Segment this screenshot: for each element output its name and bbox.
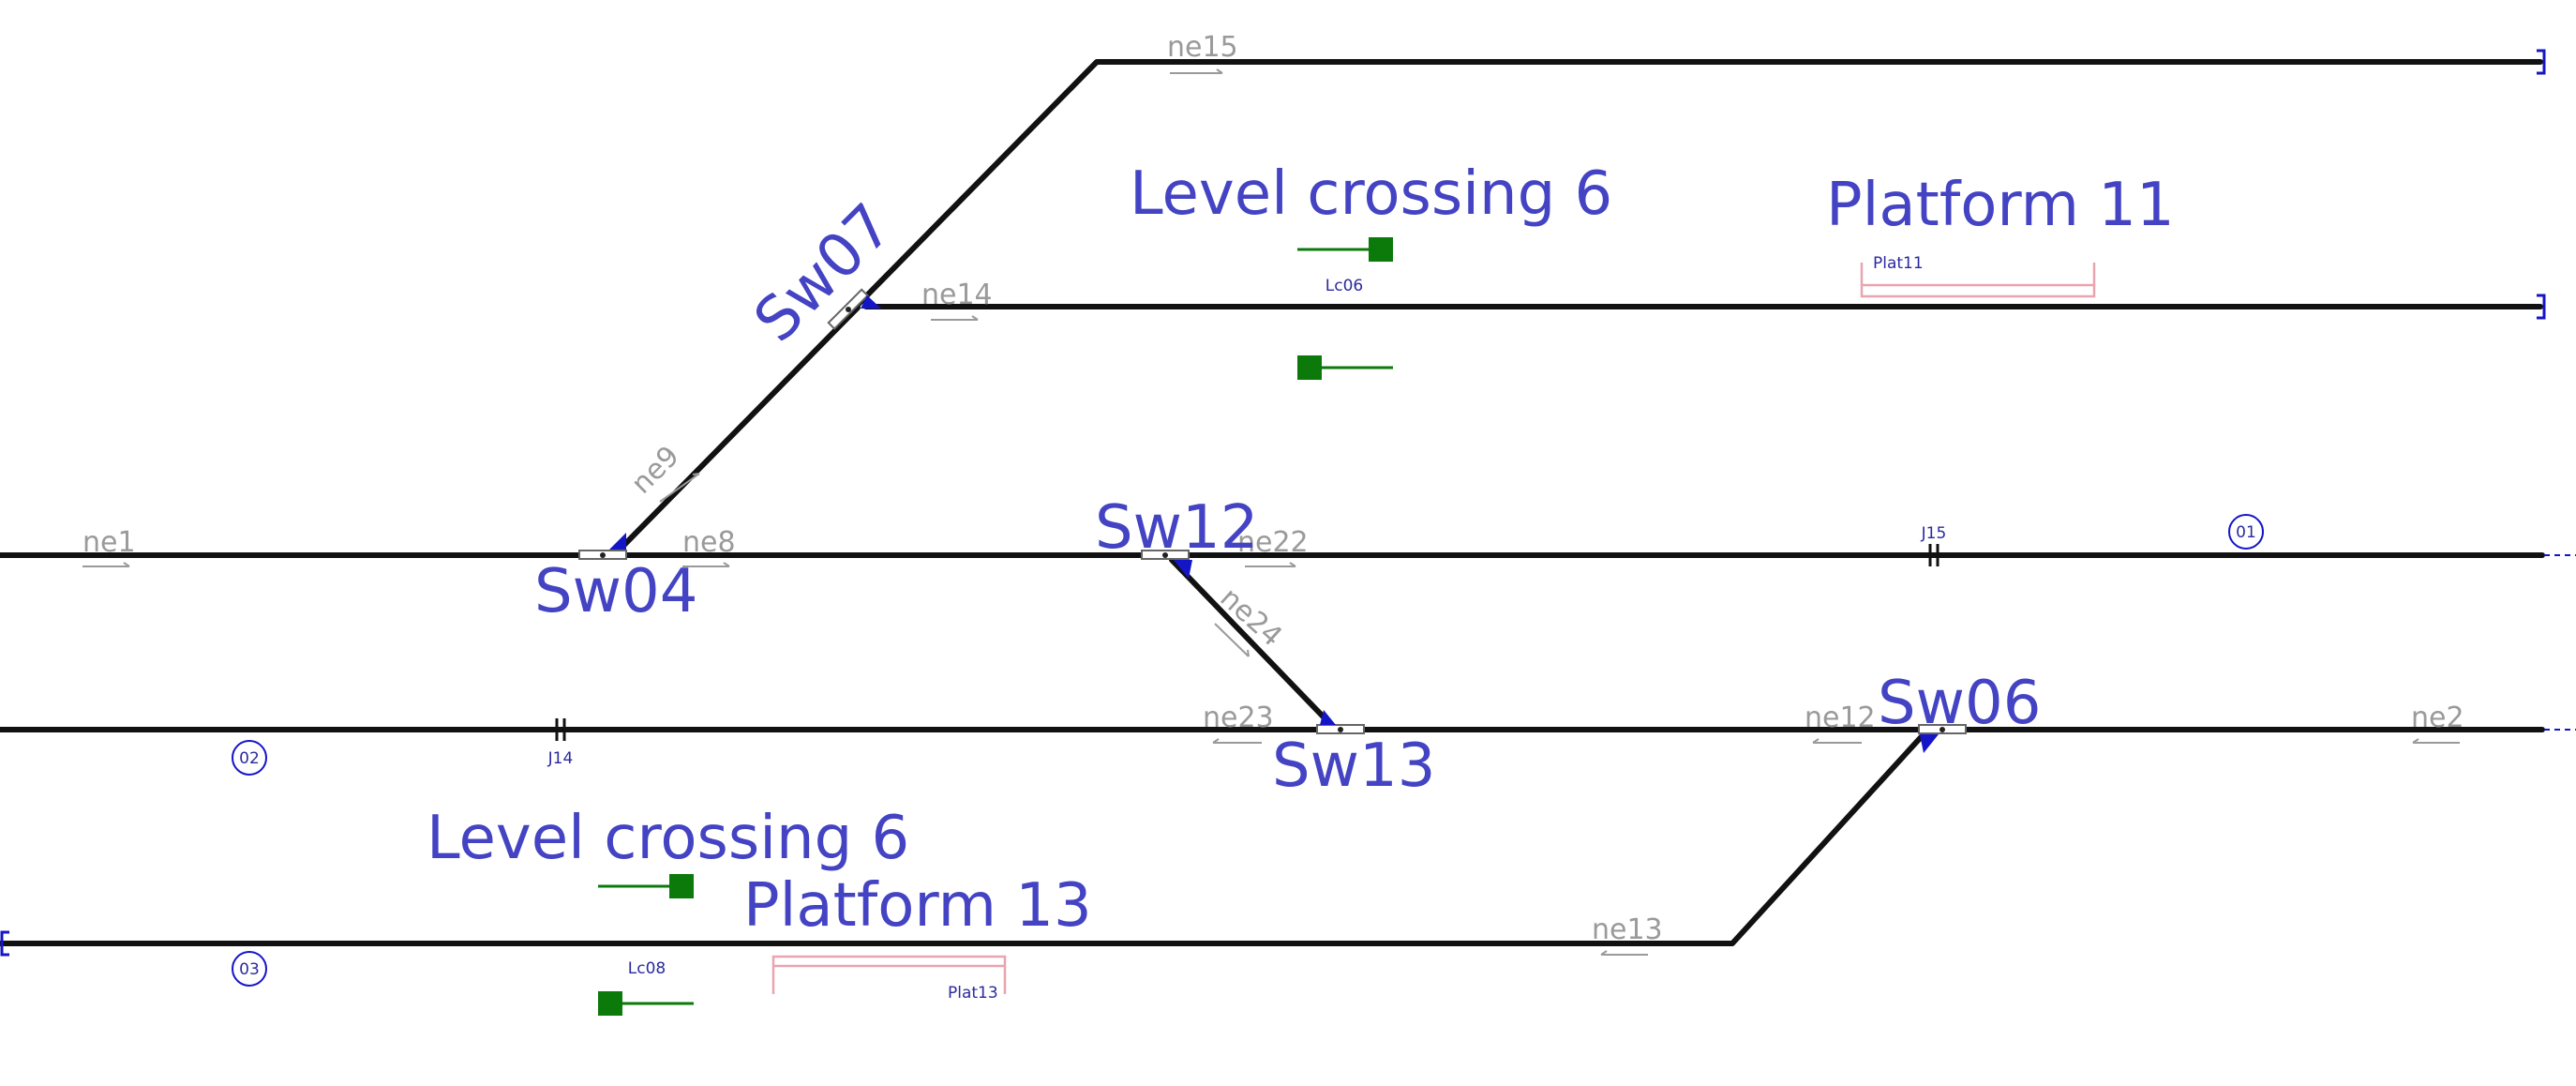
- switch-label-sw06[interactable]: Sw06: [1878, 669, 2041, 738]
- segment-label-ne1[interactable]: ne1: [82, 526, 136, 559]
- track-ne15[interactable]: [855, 59, 2543, 308]
- direction-arrow-ne22: [1245, 562, 1296, 567]
- platform-11-outline[interactable]: [1860, 263, 2096, 298]
- direction-arrow-ne23: [1212, 738, 1262, 744]
- joint-j14: [555, 718, 566, 741]
- segment-label-ne12[interactable]: ne12: [1805, 701, 1876, 734]
- level-crossing-signal-lc06-a[interactable]: [1297, 237, 1393, 262]
- direction-arrow-ne1: [82, 562, 130, 567]
- svg-text:01: 01: [2236, 523, 2256, 542]
- switch-label-sw04[interactable]: Sw04: [534, 557, 697, 626]
- level-crossing-signal-lc06-b[interactable]: [1297, 355, 1393, 380]
- platform-title-13: Platform 13: [743, 871, 1092, 941]
- platform-code-plat13: Plat13: [948, 984, 998, 1003]
- marker-01[interactable]: 01: [2228, 514, 2264, 550]
- switch-label-sw07[interactable]: Sw07: [741, 191, 906, 356]
- platform-13-outline[interactable]: [771, 955, 1007, 994]
- direction-arrow-ne2: [2412, 738, 2460, 744]
- segment-label-ne14[interactable]: ne14: [921, 279, 993, 311]
- level-crossing-code-lc06: Lc06: [1325, 277, 1363, 295]
- level-crossing-signal-lc08-b[interactable]: [598, 991, 694, 1016]
- level-crossing-signal-lc08-a[interactable]: [598, 874, 694, 898]
- direction-arrow-ne13: [1600, 950, 1648, 956]
- marker-03[interactable]: 03: [232, 951, 267, 987]
- segment-label-ne2[interactable]: ne2: [2411, 701, 2464, 734]
- svg-text:02: 02: [239, 749, 260, 768]
- direction-arrow-ne14: [931, 315, 979, 321]
- buffer-stop-ne14: [2537, 294, 2546, 320]
- switch-point-sw12[interactable]: [1141, 550, 1192, 579]
- platform-code-plat11: Plat11: [1873, 254, 1924, 273]
- joint-label-j14: J14: [547, 749, 574, 768]
- segment-label-ne22[interactable]: ne22: [1237, 526, 1309, 559]
- switch-point-sw07[interactable]: [827, 288, 881, 330]
- level-crossing-title-upper: Level crossing 6: [1130, 159, 1612, 229]
- track-ne9[interactable]: [614, 305, 861, 555]
- switch-point-sw13[interactable]: [1316, 710, 1365, 734]
- switch-point-sw04[interactable]: [578, 533, 627, 560]
- level-crossing-code-lc08: Lc08: [628, 959, 666, 978]
- direction-arrow-ne12: [1812, 738, 1862, 744]
- track-ne24[interactable]: [1169, 557, 1336, 730]
- switch-label-sw12[interactable]: Sw12: [1095, 493, 1258, 563]
- level-crossing-title-lower: Level crossing 6: [427, 804, 909, 873]
- switch-point-sw06[interactable]: [1918, 724, 1967, 753]
- buffer-stop-ne15: [2537, 49, 2546, 75]
- direction-arrow-ne15: [1170, 68, 1223, 74]
- direction-arrow-ne8: [682, 562, 730, 567]
- track-ne13[interactable]: [0, 732, 1926, 946]
- svg-text:03: 03: [239, 960, 260, 979]
- joint-j15: [1928, 544, 1939, 566]
- direction-arrow-ne9: [659, 473, 700, 503]
- switch-label-sw13[interactable]: Sw13: [1272, 732, 1435, 801]
- segment-label-ne15[interactable]: ne15: [1167, 31, 1238, 64]
- joint-label-j15: J15: [1921, 524, 1947, 543]
- marker-02[interactable]: 02: [232, 740, 267, 776]
- segment-label-ne23[interactable]: ne23: [1203, 701, 1274, 734]
- platform-title-11: Platform 11: [1826, 171, 2175, 240]
- segment-label-ne8[interactable]: ne8: [682, 526, 736, 559]
- buffer-stop-ne13: [0, 930, 9, 957]
- segment-label-ne13[interactable]: ne13: [1592, 913, 1663, 946]
- direction-arrow-ne24: [1214, 623, 1250, 657]
